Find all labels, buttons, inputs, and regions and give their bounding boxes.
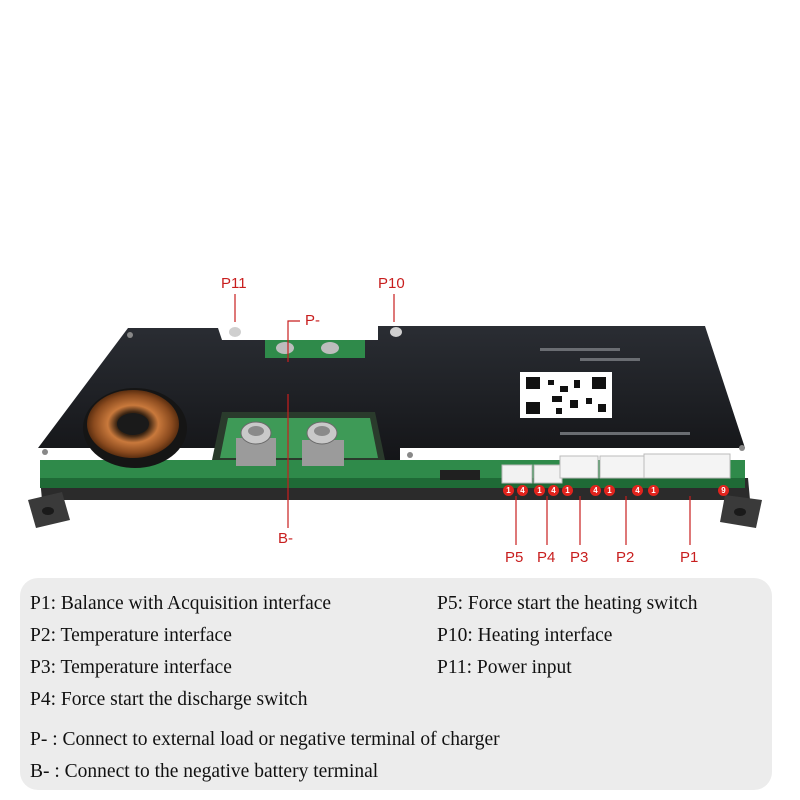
legend-p10: P10: Heating interface (437, 625, 613, 646)
inductor-coil (83, 388, 187, 468)
pin-marker-p5-4: 4 (517, 485, 528, 496)
top-plate (38, 326, 745, 468)
callout-p2: P2 (616, 549, 635, 566)
legend-p11: P11: Power input (437, 657, 572, 678)
qr-code (520, 372, 612, 418)
callout-p4: P4 (537, 549, 556, 566)
legend-p5: P5: Force start the heating switch (437, 593, 698, 614)
callout-b-minus: B- (278, 530, 293, 547)
pin-marker-p2-4: 4 (632, 485, 643, 496)
callout-p1: P1 (680, 549, 699, 566)
leader-lines (234, 294, 691, 545)
product-photo: P11 P10 P- B- P5 P4 P3 P2 P1 1 4 1 4 1 4… (28, 275, 762, 566)
callout-p-minus: P- (305, 312, 320, 329)
connector-row (501, 453, 731, 484)
legend-b-minus: B- : Connect to the negative battery ter… (30, 761, 379, 782)
callout-p5: P5 (505, 549, 524, 566)
legend-p4: P4: Force start the discharge switch (30, 689, 308, 710)
pin-marker-p1-1: 1 (648, 485, 659, 496)
bms-board-illustration (28, 294, 762, 545)
legend-p3: P3: Temperature interface (30, 657, 232, 678)
legend-panel: P1: Balance with Acquisition interface P… (20, 578, 772, 790)
terminal-bolt-b (236, 421, 276, 466)
callout-p10: P10 (378, 275, 405, 292)
callout-p11: P11 (221, 275, 247, 292)
callout-p3: P3 (570, 549, 589, 566)
pin-marker-p3-4: 4 (590, 485, 601, 496)
legend-p-minus: P- : Connect to external load or negativ… (30, 729, 500, 750)
pin-marker-p5-1: 1 (503, 485, 514, 496)
pin-marker-p4-1: 1 (534, 485, 545, 496)
pin-marker-p2-1: 1 (604, 485, 615, 496)
pin-marker-p1-9: 9 (718, 485, 729, 496)
terminal-bolt-p (302, 421, 344, 466)
legend-p2: P2: Temperature interface (30, 625, 232, 646)
legend-p1: P1: Balance with Acquisition interface (30, 593, 332, 614)
pin-marker-p3-1: 1 (562, 485, 573, 496)
pin-marker-p4-4: 4 (548, 485, 559, 496)
